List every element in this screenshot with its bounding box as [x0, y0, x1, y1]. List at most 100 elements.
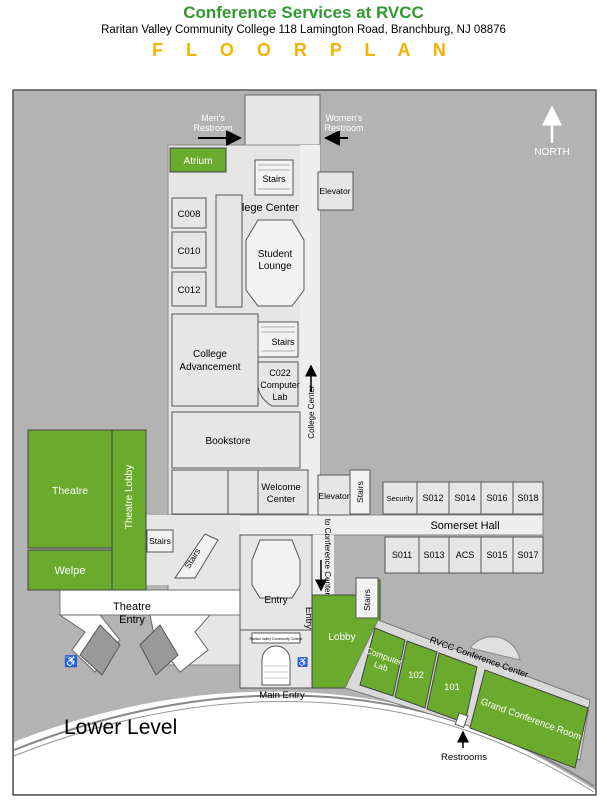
c022-label-2: Computer — [260, 380, 300, 390]
college-center-corridor-label: College Center — [307, 385, 316, 439]
stairs-top-label: Stairs — [262, 174, 286, 184]
theatre-label: Theatre — [52, 485, 88, 497]
bookstore-label: Bookstore — [205, 436, 250, 447]
restrooms-label: Restrooms — [441, 752, 487, 763]
stairs-lobby — [355, 577, 379, 619]
theatre-lobby-label: Theatre Lobby — [124, 465, 135, 530]
mens-restroom-label: Men's — [201, 113, 225, 123]
stairs-top-steps — [258, 164, 290, 190]
page-title: Conference Services at RVCC — [183, 3, 424, 22]
room-mid-small — [227, 469, 259, 515]
room-102-label: 102 — [408, 670, 424, 681]
room-s011 — [384, 536, 420, 574]
entry-label: Entry — [264, 595, 287, 606]
accessible-icon-main: ♿ — [297, 656, 308, 667]
entry-side-label: Entry — [303, 607, 314, 629]
elevator-east — [317, 474, 351, 516]
restroom-box — [454, 712, 469, 728]
room-welcome-center — [257, 469, 309, 515]
room-grand-conference — [469, 669, 589, 769]
theatre-entry-label-2: Entry — [119, 614, 145, 626]
ground-area — [14, 691, 595, 794]
stairs-mid-label: Stairs — [271, 337, 295, 347]
restroom-block — [244, 94, 321, 146]
stairs-diagonal — [174, 533, 219, 579]
college-center-wall — [215, 194, 243, 308]
room-computer-lab — [359, 627, 406, 697]
room-102 — [394, 640, 438, 709]
accessible-icon-theatre: ♿ — [64, 655, 78, 668]
room-west-small — [171, 469, 229, 515]
security-label: Security — [386, 494, 413, 503]
room-c010 — [171, 231, 207, 269]
room-c008 — [171, 197, 207, 229]
level-label: Lower Level — [64, 716, 177, 739]
room-security — [382, 481, 418, 515]
floor-plan-heading: F L O O R P L A N — [152, 40, 455, 60]
womens-restroom-label: Women's — [325, 113, 363, 123]
room-s016 — [480, 481, 514, 515]
student-lounge-label-2: Lounge — [258, 261, 292, 272]
room-s017 — [512, 536, 544, 574]
mens-restroom-label-2: Restroom — [193, 123, 232, 133]
room-s018 — [512, 481, 544, 515]
road-line-2 — [13, 701, 595, 793]
s018-label: S018 — [517, 493, 538, 503]
room-s013 — [418, 536, 450, 574]
student-lounge-label: Student — [258, 249, 293, 260]
c022-label-3: Lab — [272, 392, 287, 402]
room-bookstore — [171, 411, 301, 469]
elevator-top — [317, 171, 354, 211]
elevator-east-label: Elevator — [318, 491, 349, 501]
c022-label: C022 — [269, 368, 291, 378]
c012-label: C012 — [178, 285, 201, 296]
elevator-top-label: Elevator — [319, 186, 350, 196]
c008-label: C008 — [178, 209, 201, 220]
room-s015 — [480, 536, 514, 574]
college-advancement-label-2: Advancement — [179, 362, 240, 373]
stairs-mid-steps — [261, 326, 295, 352]
room-student-lounge — [245, 219, 305, 307]
room-101-label: 101 — [444, 682, 460, 693]
welpe-label: Welpe — [55, 565, 86, 577]
entry-octagon — [251, 539, 301, 599]
lobby-label: Lobby — [328, 632, 355, 643]
welcome-center-label: Welcome — [261, 482, 300, 493]
college-sign — [251, 632, 301, 644]
somerset-hall-label: Somerset Hall — [430, 520, 499, 532]
theatre-entry-steps-west — [79, 624, 121, 676]
stairs-theatre-label: Stairs — [149, 536, 171, 546]
main-entry-door — [261, 645, 291, 686]
s015-label: S015 — [486, 550, 507, 560]
s011-label: S011 — [392, 550, 412, 560]
room-c012 — [171, 271, 207, 307]
stairs-lobby-label: Stairs — [362, 589, 372, 611]
college-sign-text: Raritan Valley Community College — [249, 637, 302, 641]
to-conference-center-label: to Conference Center — [323, 519, 332, 596]
room-acs — [448, 536, 482, 574]
atrium-label: Atrium — [184, 156, 213, 167]
main-entry-label: Main Entry — [259, 690, 305, 701]
main-entry-steps — [264, 665, 288, 679]
room-theatre-lobby — [111, 429, 147, 591]
room-c022 — [257, 361, 299, 407]
room-college-advancement — [171, 313, 259, 407]
computer-lab-label-2: Lab — [373, 659, 390, 673]
theatre-entry-steps-east — [139, 624, 179, 676]
college-advancement-label: College — [193, 349, 227, 360]
stairs-theatre — [146, 529, 174, 553]
room-atrium — [169, 147, 227, 173]
s017-label: S017 — [517, 550, 538, 560]
stairs-east — [349, 469, 371, 515]
s014-label: S014 — [454, 493, 475, 503]
college-center-label: College Center — [225, 202, 299, 214]
s013-label: S013 — [423, 550, 444, 560]
acs-label: ACS — [456, 550, 475, 560]
theatre-entry-label: Theatre — [113, 601, 151, 613]
welcome-center-label-2: Center — [267, 494, 296, 505]
s012-label: S012 — [422, 493, 443, 503]
stairs-east-label: Stairs — [355, 481, 365, 503]
address-line: Raritan Valley Community College 118 Lam… — [101, 24, 506, 36]
c010-label: C010 — [178, 246, 201, 257]
